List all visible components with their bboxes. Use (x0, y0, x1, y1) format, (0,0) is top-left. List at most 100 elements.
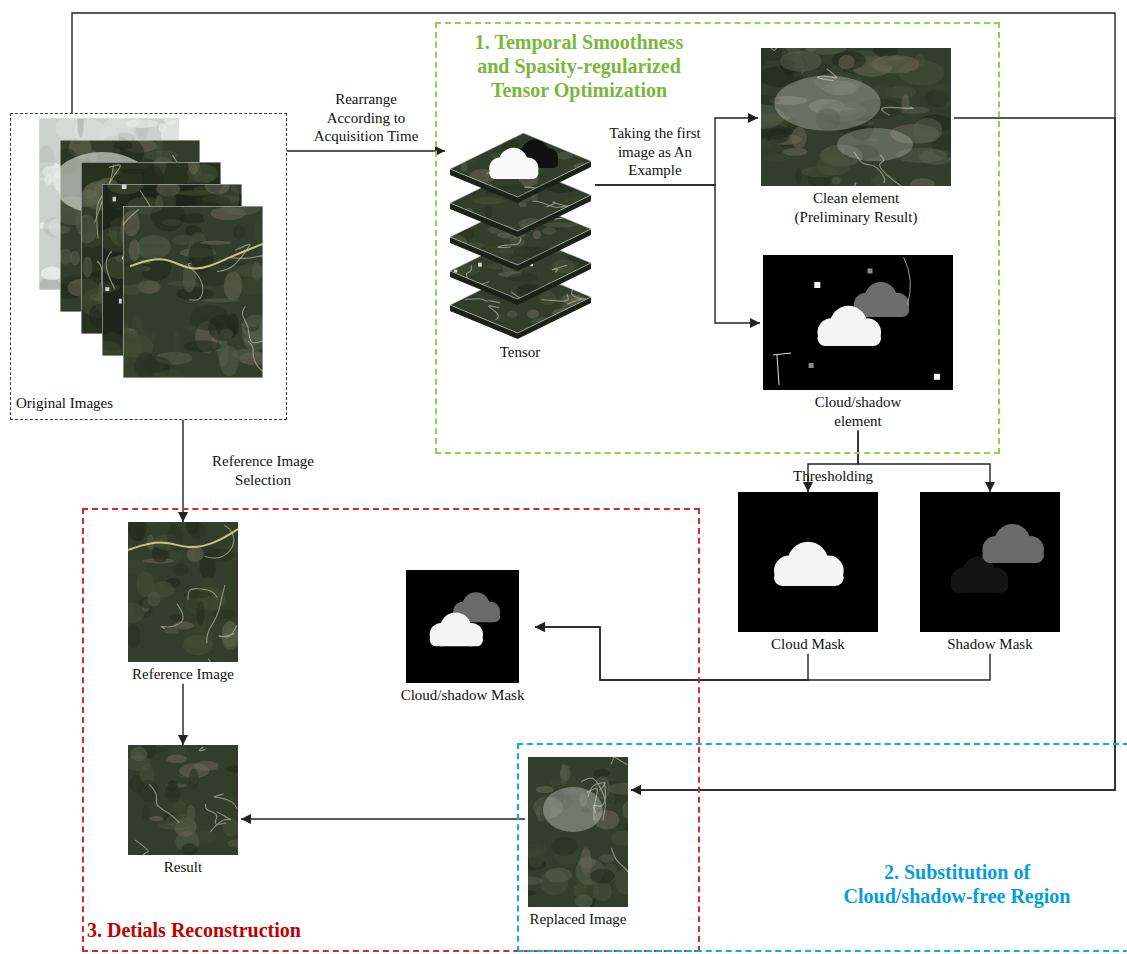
illustration-part (837, 128, 913, 161)
illustration-part (110, 210, 139, 278)
illustration-part (176, 287, 214, 300)
image-thumbnail (448, 125, 593, 340)
illustration-part (773, 353, 791, 385)
connector-arrow (182, 420, 183, 522)
illustration-part (164, 628, 179, 634)
group-box: 1. Temporal Smoothness and Spasity-regul… (435, 22, 1000, 454)
edge-label: Rearrange According to Acquisition Time (304, 90, 429, 146)
illustration-part (173, 331, 179, 355)
satellite-image (107, 195, 281, 389)
illustration-part (513, 247, 550, 258)
illustration-part (550, 241, 585, 255)
illustration-part (173, 563, 189, 576)
illustration-part (528, 890, 536, 895)
illustration-part (506, 311, 517, 318)
illustration-part (107, 175, 143, 194)
illustration-part (493, 313, 504, 319)
illustration-part (106, 252, 114, 289)
illustration-part (126, 119, 159, 128)
illustration-part (528, 757, 628, 907)
illustration-part (217, 244, 250, 271)
illustration-part (868, 269, 873, 274)
illustration-part (570, 276, 588, 283)
illustration-part (457, 218, 477, 228)
illustration-part (113, 141, 133, 150)
illustration-part (542, 222, 577, 227)
illustration-part (569, 313, 578, 326)
illustration-part (119, 299, 122, 304)
cloud-shape (818, 306, 882, 346)
image-thumbnail (738, 492, 878, 632)
illustration-part (187, 546, 204, 562)
illustration-part (516, 284, 542, 297)
illustration-part (468, 230, 478, 247)
illustration-part (574, 297, 578, 301)
illustration-part (81, 189, 98, 198)
node-label: Clean element (Preliminary Result) (781, 189, 931, 227)
illustration-part (77, 114, 83, 137)
illustration-part (241, 322, 258, 328)
group-title: 1. Temporal Smoothness and Spasity-regul… (459, 30, 699, 102)
image-node: Shadow Mask (917, 492, 1063, 654)
illustration-part (528, 844, 547, 857)
illustration-part (567, 226, 584, 238)
connector-arrow (535, 627, 990, 680)
illustration-part (795, 168, 802, 185)
illustration-part (41, 267, 63, 281)
illustration-part (468, 256, 491, 276)
illustration-part (599, 854, 615, 862)
illustration-part (162, 219, 182, 227)
illustration-part (448, 244, 457, 250)
connector-arrow (631, 118, 1115, 790)
illustration-part (459, 228, 467, 238)
illustration-part (207, 585, 225, 643)
illustration-part (548, 187, 555, 197)
illustration-part (556, 329, 588, 334)
illustration-part (197, 610, 205, 624)
group-box: Original Images (10, 113, 287, 420)
illustration-part (213, 609, 236, 619)
illustration-part (119, 320, 129, 345)
illustration-part (165, 793, 180, 798)
illustration-part (130, 747, 147, 762)
illustration-part (523, 224, 554, 237)
illustration-part (552, 265, 567, 272)
illustration-part (430, 633, 483, 646)
illustration-part (566, 255, 578, 263)
group-title: 2. Substitution of Cloud/shadow-free Reg… (822, 860, 1092, 908)
illustration-part (139, 780, 159, 802)
illustration-part (81, 157, 109, 169)
illustration-part (480, 230, 504, 233)
image-thumbnail (128, 522, 238, 662)
illustration-part (226, 765, 238, 773)
illustration-part (568, 169, 592, 179)
illustration-part (208, 659, 230, 662)
illustration-part (154, 799, 161, 807)
illustration-part (615, 868, 628, 894)
illustration-part (482, 262, 518, 267)
illustration-part (222, 628, 238, 651)
illustration-part (783, 148, 807, 156)
image-thumbnail (920, 492, 1060, 632)
illustration-part (567, 287, 585, 304)
illustration-part (813, 183, 856, 186)
illustration-part (151, 200, 185, 231)
illustration-part (519, 201, 527, 207)
cloud-shape (982, 524, 1044, 563)
illustration-part (766, 128, 789, 143)
illustration-part (200, 241, 231, 245)
illustration-part (166, 814, 194, 828)
edge-label: Taking the first image as An Example (601, 124, 709, 180)
illustration-part (123, 206, 263, 378)
illustration-part (571, 258, 593, 270)
illustration-part (454, 270, 457, 273)
illustration-part (774, 76, 880, 131)
illustration-part (882, 107, 914, 116)
illustration-part (128, 624, 141, 648)
illustration-part (189, 769, 199, 790)
illustration-part (188, 589, 217, 600)
illustration-part (559, 297, 561, 300)
node-label: Replaced Image (529, 910, 626, 929)
illustration-part (147, 592, 160, 607)
illustration-part (982, 548, 1044, 563)
